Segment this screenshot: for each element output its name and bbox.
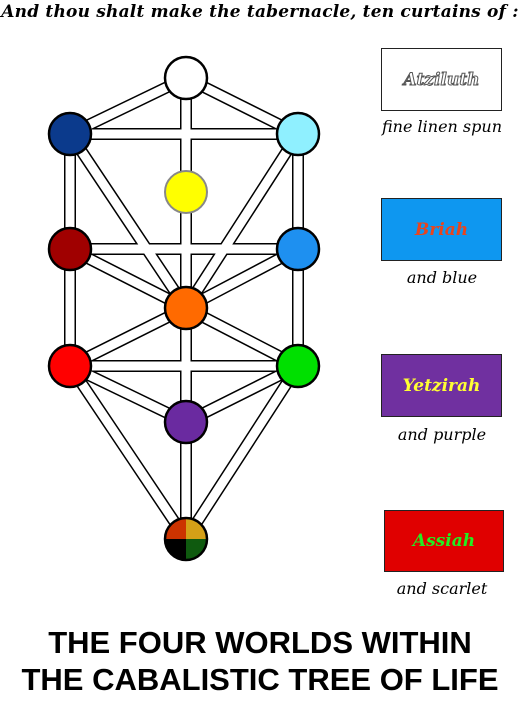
world-box-yetzirah: Yetzirah bbox=[381, 354, 502, 417]
world-caption-assiah: and scarlet bbox=[396, 579, 488, 598]
sephirah-malkuth bbox=[163, 516, 209, 562]
path-chokmah-tiphareth bbox=[182, 131, 302, 311]
world-label-assiah: Assiah bbox=[412, 531, 476, 551]
sephirah-chokmah bbox=[275, 111, 321, 157]
tree-sephiroth bbox=[47, 55, 321, 562]
world-caption-briah: and blue bbox=[406, 268, 478, 287]
sephirah-hod bbox=[47, 343, 93, 389]
title-line-1: THE FOUR WORLDS WITHIN bbox=[48, 625, 472, 660]
sephirah-malkuth-quadrant-2 bbox=[186, 539, 207, 560]
sephirah-malkuth-quadrant-1 bbox=[186, 518, 207, 539]
sephirah-geburah bbox=[47, 226, 93, 272]
path-binah-tiphareth bbox=[66, 131, 190, 311]
title-line-2: THE CABALISTIC TREE OF LIFE bbox=[21, 662, 499, 697]
world-caption-yetzirah: and purple bbox=[397, 425, 487, 444]
path-hod-malkuth bbox=[66, 363, 190, 542]
path-netzach-malkuth bbox=[182, 363, 302, 542]
world-label-briah: Briah bbox=[414, 219, 469, 240]
sephirah-yesod bbox=[163, 399, 209, 445]
sephirah-binah bbox=[47, 111, 93, 157]
world-box-atziluth: Atziluth bbox=[381, 48, 502, 111]
world-box-assiah: Assiah bbox=[384, 510, 504, 572]
world-label-atziluth: Atziluth bbox=[403, 69, 480, 90]
sephirah-malkuth-quadrant-4 bbox=[165, 518, 186, 539]
world-caption-atziluth: fine linen spun bbox=[382, 117, 502, 136]
sephirah-kether bbox=[163, 55, 209, 101]
sephirah-netzach bbox=[275, 343, 321, 389]
sephirah-daath bbox=[164, 170, 208, 214]
world-label-yetzirah: Yetzirah bbox=[402, 375, 481, 396]
world-box-briah: Briah bbox=[381, 198, 502, 261]
top-caption: And thou shalt make the tabernacle, ten … bbox=[1, 2, 519, 22]
sephirah-chesed bbox=[275, 226, 321, 272]
sephirah-tiphareth bbox=[163, 285, 209, 331]
sephirah-malkuth-quadrant-3 bbox=[165, 539, 186, 560]
